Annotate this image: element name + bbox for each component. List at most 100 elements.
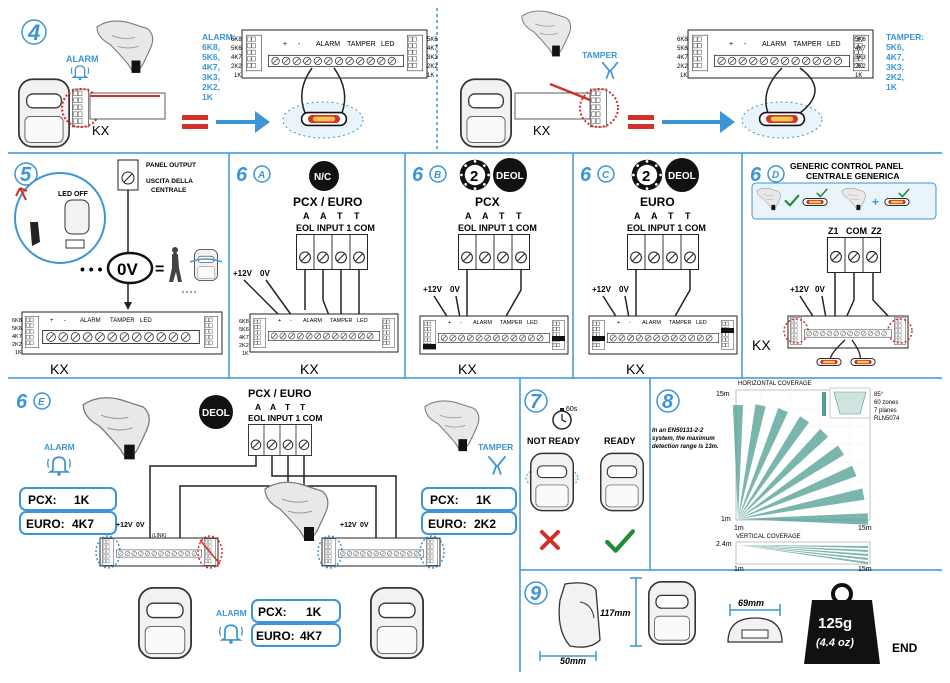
svg-text:+: + [50, 318, 54, 324]
section-4-tamper: TAMPER KX 6K8 5K6 4K7 2K2 1K 5K6 4K7 3K3… [460, 10, 924, 148]
step-6a-letter: A [257, 170, 265, 181]
svg-text:2K2: 2K2 [855, 64, 866, 70]
svg-text:2K2,: 2K2, [202, 82, 220, 92]
section-6c-terminal-block: + - ALARM TAMPER LED [588, 315, 738, 355]
hint-box [751, 182, 937, 220]
vertical-beam [738, 545, 868, 548]
highlight-ring [579, 88, 619, 128]
coverage-beam [738, 416, 810, 519]
svg-text:5K6: 5K6 [231, 46, 242, 52]
step-6e-number: 6 [16, 391, 28, 413]
svg-text:LED: LED [381, 41, 395, 48]
svg-text:4K7: 4K7 [300, 629, 322, 643]
section-6a-terminal-block: 6K8 5K6 4K7 2K2 1K + - ALARM TAMPER LED [239, 313, 399, 357]
svg-text:-: - [64, 318, 66, 324]
svg-text:1K: 1K [476, 493, 492, 507]
control-panel-terminal [627, 234, 699, 270]
h-x-left: 1m [734, 525, 744, 532]
control-panel-terminal [248, 424, 312, 456]
ready-label: READY [604, 436, 636, 446]
zero-volt-bubble [106, 251, 154, 285]
alarm-bell-icon [70, 65, 90, 82]
plus-12v-label: +12V [233, 269, 253, 278]
alarm-jumper-column [72, 88, 89, 128]
width-dimension [729, 604, 781, 616]
equals-sign [182, 115, 208, 120]
mini-terminal-board [89, 92, 166, 120]
uscita-label-1: USCITA DELLA [146, 178, 193, 185]
plus-12v-label: +12V [592, 285, 612, 294]
alarm-bell-icon [218, 624, 244, 645]
vertical-beams [738, 545, 868, 564]
svg-text:DEOL: DEOL [496, 171, 524, 182]
equals-sign [628, 115, 654, 120]
tamper-label-right: TAMPER [478, 442, 513, 452]
svg-text:0V: 0V [360, 522, 369, 529]
pir-sensor-left [138, 586, 192, 660]
svg-text:ALARM: ALARM [642, 320, 661, 326]
svg-text:T: T [354, 211, 360, 221]
generic-panel-terminal [826, 237, 882, 273]
pir-sensor-small [194, 248, 218, 282]
sensor-lens-icon [64, 199, 90, 235]
section-dividers [8, 8, 942, 672]
svg-text:2: 2 [470, 168, 478, 185]
eol-input-com-label: EOL INPUT 1 COM [248, 413, 322, 423]
euro-title: EURO [640, 195, 675, 209]
tamper-word: TAMPER [582, 50, 617, 60]
svg-text:1K: 1K [306, 605, 322, 619]
svg-text:1K: 1K [202, 92, 214, 102]
svg-text:2K2: 2K2 [427, 64, 438, 70]
kx-label: KX [752, 337, 771, 353]
svg-text:EURO:: EURO: [428, 517, 467, 531]
svg-text:6K8: 6K8 [231, 37, 242, 43]
svg-text:1K: 1K [242, 351, 249, 357]
pir-sensor [460, 78, 512, 148]
svg-text:T: T [285, 402, 291, 412]
svg-text:T: T [337, 211, 343, 221]
deol-badge [665, 158, 699, 192]
svg-text:3K3: 3K3 [855, 55, 866, 61]
z2-label: Z2 [871, 226, 882, 236]
svg-text:4K7,: 4K7, [202, 62, 220, 72]
weight-ounces: (4.4 oz) [816, 637, 854, 649]
vertical-beam [738, 545, 868, 564]
led-tamper-lit [758, 111, 806, 127]
svg-text:2K2: 2K2 [239, 343, 249, 349]
pir-sensor [18, 78, 70, 148]
svg-text:6K8: 6K8 [677, 37, 688, 43]
right-terminal-block [317, 535, 445, 569]
alarm-bell-icon [46, 456, 72, 477]
pcx-title: PCX [475, 195, 500, 209]
svg-text:EURO:: EURO: [26, 517, 65, 531]
svg-text:A: A [303, 211, 310, 221]
svg-text:ALARM: ALARM [80, 318, 101, 324]
section-4-alarm: 4 ALARM KX ALARM: 6K8, 5K6, 4K7, 3K3, 2K… [18, 19, 438, 148]
coverage-beam [738, 404, 766, 519]
led-icon [884, 198, 910, 206]
step-5-badge [14, 162, 38, 186]
pcx-euro-title: PCX / EURO [248, 388, 312, 400]
arrow-right-icon [216, 111, 270, 133]
hand-magnet [264, 481, 329, 542]
step-6b-letter: B [434, 170, 441, 181]
check-icon [607, 531, 633, 550]
not-ready-label: NOT READY [527, 436, 580, 446]
svg-text:85°: 85° [874, 392, 884, 398]
svg-text:6K8: 6K8 [12, 318, 22, 324]
hand-magnet [96, 20, 154, 74]
v-x-right: 15m [858, 566, 872, 573]
step-6c-letter: C [602, 170, 610, 181]
right-euro-box [421, 511, 517, 535]
zero-volt-label: 0V [450, 285, 460, 294]
svg-text:PCX:: PCX: [430, 493, 459, 507]
step-5-number: 5 [20, 164, 32, 186]
equals-label: = [155, 261, 164, 278]
pir-sensor-not-ready [530, 452, 574, 512]
svg-text:2: 2 [642, 168, 650, 185]
svg-text:-: - [744, 41, 747, 48]
timer-label: 60s [566, 406, 578, 413]
h-axis-top: 15m [716, 391, 730, 398]
led-icon [802, 198, 828, 206]
v-axis-top: 2.4m [716, 541, 732, 548]
